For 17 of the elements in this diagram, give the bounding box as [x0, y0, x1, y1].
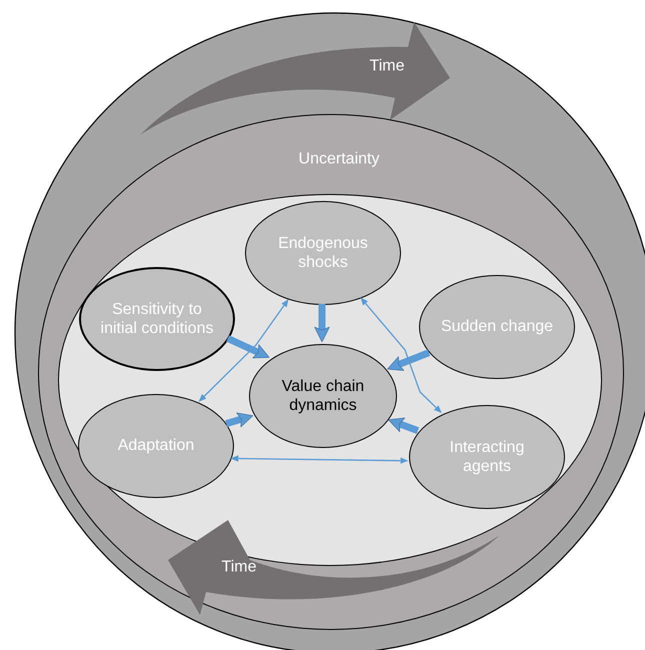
- double-arrow: [360, 297, 442, 414]
- block-arrow: [226, 335, 270, 358]
- ring-label: Uncertainty: [298, 149, 380, 169]
- node-label: Adaptation: [118, 436, 194, 456]
- node-label: Sudden change: [440, 317, 554, 337]
- node-label: Interacting agents: [448, 438, 526, 476]
- block-arrow: [225, 412, 254, 428]
- block-arrow: [388, 418, 420, 434]
- arrow-label: Time: [370, 56, 404, 76]
- block-arrow: [314, 304, 330, 342]
- double-arrow: [198, 299, 289, 402]
- node-label: Value chain dynamics: [280, 376, 366, 416]
- double-arrow: [230, 455, 408, 464]
- node-label: Endogenous shocks: [277, 234, 369, 272]
- node-label: Sensitivity to initial conditions: [100, 300, 214, 338]
- arrow-label: Time: [222, 557, 256, 577]
- block-arrow: [387, 349, 430, 371]
